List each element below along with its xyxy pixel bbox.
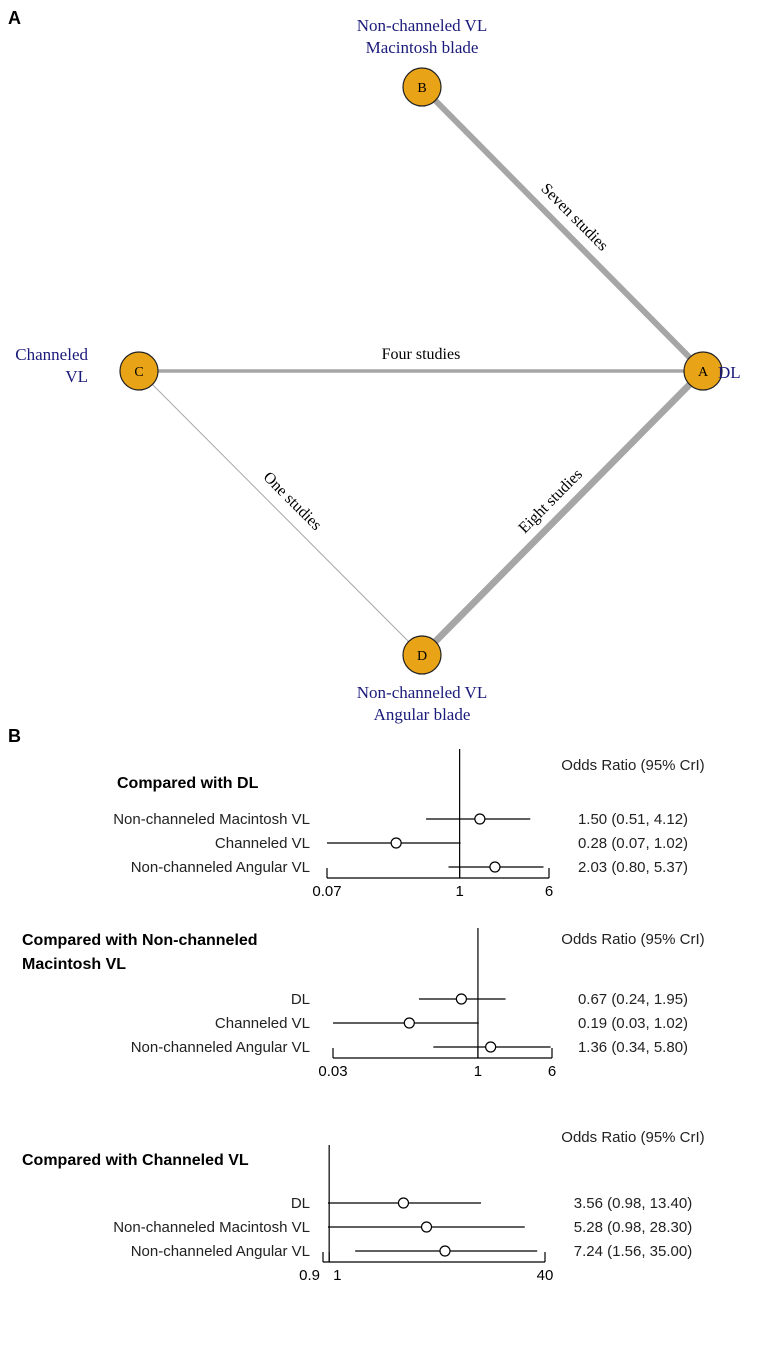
network-node-letter-D: D	[417, 649, 427, 664]
or-column-header: Odds Ratio (95% CrI)	[561, 931, 704, 948]
or-value: 0.67 (0.24, 1.95)	[578, 991, 688, 1008]
point-estimate	[397, 1197, 410, 1209]
row-label: DL	[291, 1195, 310, 1212]
or-value: 5.28 (0.98, 28.30)	[574, 1219, 692, 1236]
point-estimate	[474, 813, 486, 825]
point-estimate	[420, 1221, 433, 1233]
or-column-header: Odds Ratio (95% CrI)	[561, 1129, 704, 1146]
row-label: Non-channeled Macintosh VL	[113, 1219, 310, 1236]
network-edge-label-CA: Four studies	[382, 346, 461, 363]
network-node-label-C: VL	[65, 367, 88, 386]
network-node-letter-A: A	[698, 365, 709, 380]
or-column-header: Odds Ratio (95% CrI)	[561, 757, 704, 774]
network-node-C	[119, 351, 159, 391]
point-estimate	[489, 861, 501, 873]
network-node-D	[402, 635, 442, 675]
network-node-label-B: Non-channeled VL	[357, 16, 487, 35]
x-tick-label: 0.03	[318, 1063, 347, 1080]
x-tick-label: 1	[474, 1063, 482, 1080]
x-tick-label: 1	[333, 1267, 341, 1284]
row-label: Channeled VL	[215, 835, 310, 852]
network-edge-BA	[419, 84, 706, 374]
forest-title: Macintosh VL	[22, 956, 126, 973]
x-tick-label: 1	[455, 883, 463, 900]
network-node-label-D: Non-channeled VL	[357, 683, 487, 702]
forest-plot-1: Odds Ratio (95% CrI) Compared with DL 0.07…	[113, 749, 705, 900]
or-value: 0.19 (0.03, 1.02)	[578, 1015, 688, 1032]
point-estimate	[439, 1245, 451, 1257]
forest-title: Compared with Non-channeled	[22, 932, 258, 949]
network-node-letter-C: C	[134, 365, 143, 380]
point-estimate	[455, 993, 467, 1005]
or-value: 1.36 (0.34, 5.80)	[578, 1039, 688, 1056]
row-label: Non-channeled Angular VL	[131, 1243, 310, 1260]
point-estimate	[485, 1041, 497, 1053]
forest-plots: Odds Ratio (95% CrI) Compared with DL 0.07…	[22, 749, 705, 1284]
network-node-B	[402, 67, 442, 107]
x-tick-label: 0.07	[312, 883, 341, 900]
network-node-letter-B: B	[417, 81, 426, 96]
point-estimate	[390, 837, 402, 849]
row-label: Non-channeled Angular VL	[131, 1039, 310, 1056]
x-tick-label: 6	[545, 883, 553, 900]
panel-letter-b: B	[8, 726, 21, 746]
or-value: 1.50 (0.51, 4.12)	[578, 811, 688, 828]
forest-plot-3: Odds Ratio (95% CrI) Compared with Channe…	[22, 1129, 705, 1284]
network-node-A	[683, 351, 723, 391]
panel-letter-a: A	[8, 8, 21, 28]
forest-plot-2: Odds Ratio (95% CrI) Compared with Non-ch…	[22, 928, 705, 1080]
row-label: Non-channeled Angular VL	[131, 859, 310, 876]
network-node-label-B: Macintosh blade	[366, 38, 479, 57]
row-label: Non-channeled Macintosh VL	[113, 811, 310, 828]
x-tick-label: 0.9	[299, 1267, 320, 1284]
x-tick-label: 40	[537, 1267, 554, 1284]
network-node-label-A: DL	[718, 363, 741, 382]
row-label: DL	[291, 991, 310, 1008]
row-label: Channeled VL	[215, 1015, 310, 1032]
network-node-label-C: Channeled	[15, 345, 88, 364]
network-node-label-D: Angular blade	[374, 705, 471, 724]
forest-title: Compared with Channeled VL	[22, 1152, 249, 1169]
x-tick-label: 6	[548, 1063, 556, 1080]
network-edge-CD	[138, 370, 423, 656]
or-value: 3.56 (0.98, 13.40)	[574, 1195, 692, 1212]
point-estimate	[403, 1017, 415, 1029]
network-edge-DA	[419, 368, 706, 658]
forest-title: Compared with DL	[117, 775, 259, 792]
or-value: 7.24 (1.56, 35.00)	[574, 1243, 692, 1260]
or-value: 2.03 (0.80, 5.37)	[578, 859, 688, 876]
or-value: 0.28 (0.07, 1.02)	[578, 835, 688, 852]
